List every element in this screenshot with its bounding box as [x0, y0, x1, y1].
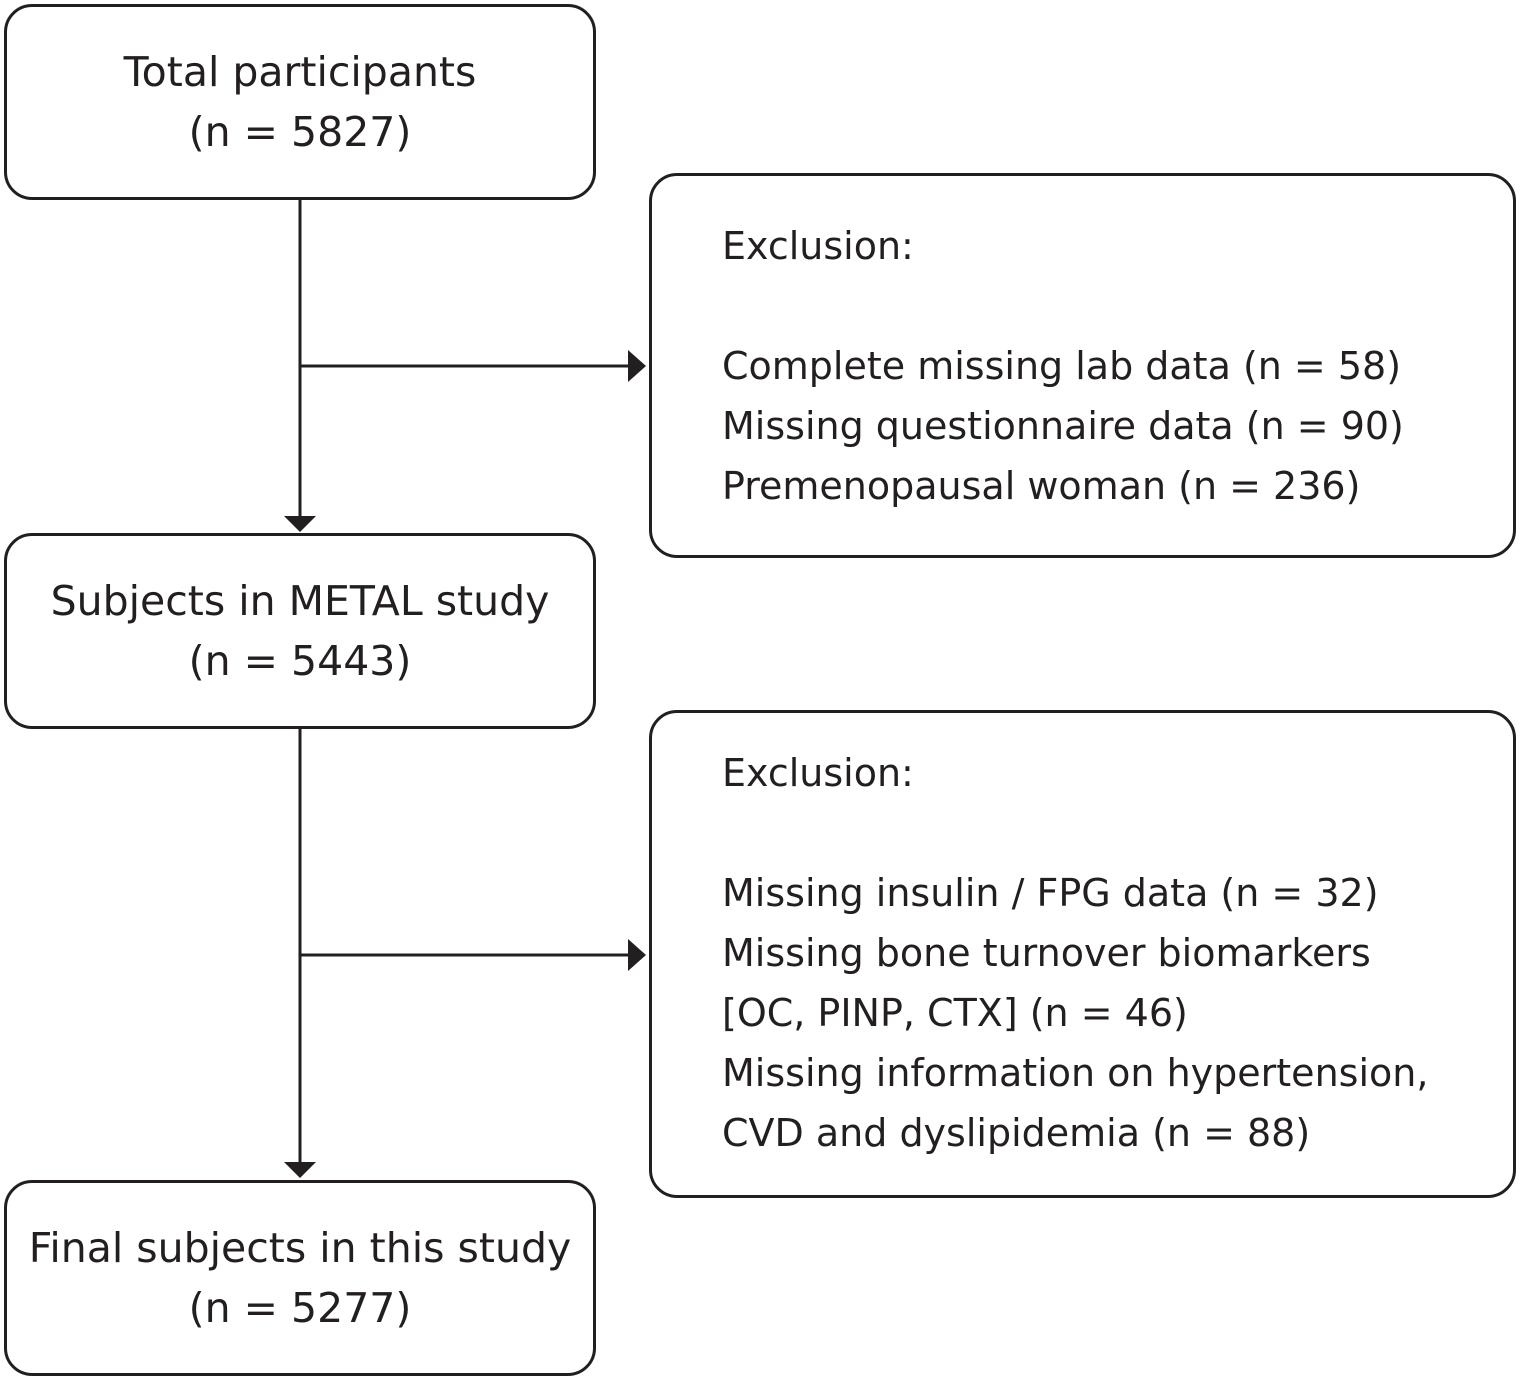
total-participants-box: Total participants (n = 5827) [4, 4, 596, 200]
total-participants-label: Total participants [123, 48, 477, 96]
total-participants-count: (n = 5827) [188, 108, 412, 156]
arrowhead-final [284, 1162, 316, 1178]
arrowhead-metal [284, 516, 316, 532]
exclusion-2-item: Missing bone turnover biomarkers [722, 931, 1371, 975]
exclusion-box-2: Exclusion: Missing insulin / FPG data (n… [649, 710, 1516, 1198]
exclusion-2-item: [OC, PINP, CTX] (n = 46) [722, 991, 1188, 1035]
exclusion-1-item: Premenopausal woman (n = 236) [722, 464, 1361, 508]
exclusion-1-item: Complete missing lab data (n = 58) [722, 344, 1402, 388]
exclusion-1-heading: Exclusion: [722, 224, 914, 268]
arrowhead-exclusion-1 [628, 350, 646, 382]
final-subjects-count: (n = 5277) [188, 1284, 412, 1332]
metal-study-label: Subjects in METAL study [50, 577, 550, 625]
metal-study-count: (n = 5443) [188, 637, 412, 685]
exclusion-2-item: CVD and dyslipidemia (n = 88) [722, 1111, 1311, 1155]
exclusion-2-item: Missing insulin / FPG data (n = 32) [722, 871, 1379, 915]
exclusion-2-heading: Exclusion: [722, 751, 914, 795]
exclusion-2-item: Missing information on hypertension, [722, 1051, 1429, 1095]
exclusion-1-item: Missing questionnaire data (n = 90) [722, 404, 1404, 448]
exclusion-box-1: Exclusion: Complete missing lab data (n … [649, 173, 1516, 558]
final-subjects-label: Final subjects in this study [28, 1224, 572, 1272]
final-subjects-box: Final subjects in this study (n = 5277) [4, 1180, 596, 1376]
arrowhead-exclusion-2 [628, 939, 646, 971]
metal-study-box: Subjects in METAL study (n = 5443) [4, 533, 596, 729]
